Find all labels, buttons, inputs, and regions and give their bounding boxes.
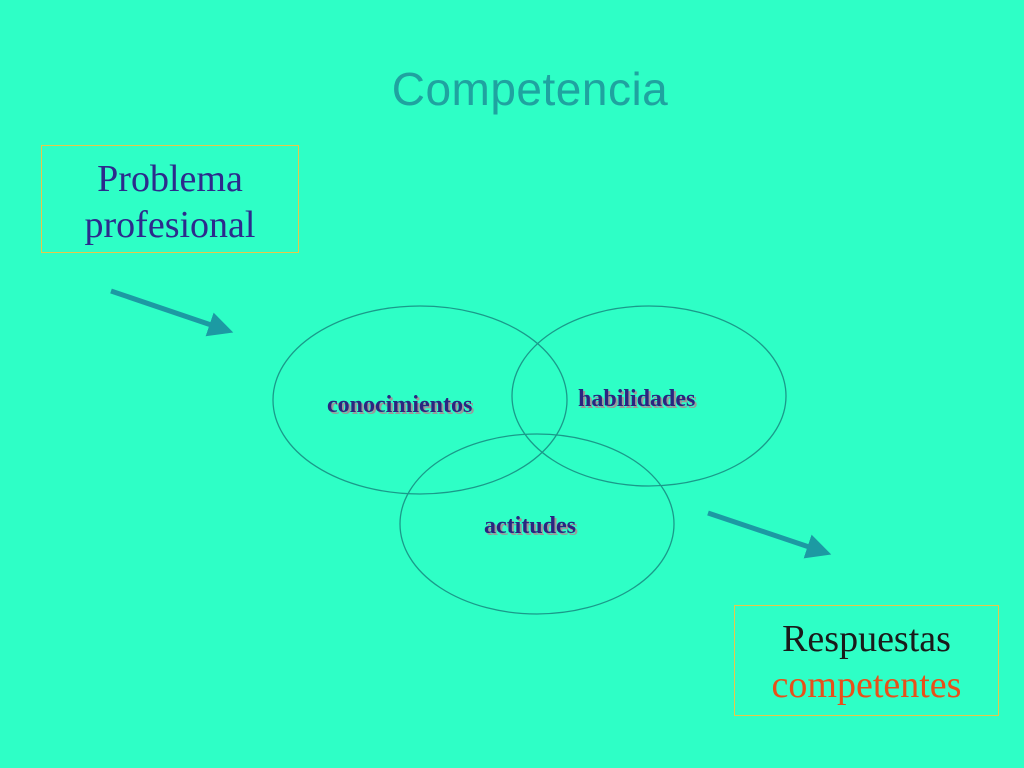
label-knowledge: conocimientos — [327, 392, 472, 418]
response-line1: Respuestas — [782, 618, 951, 660]
label-attitudes-shadow: actitudes — [486, 515, 578, 541]
problem-line1: Problema — [97, 158, 243, 200]
response-box: Respuestas competentes — [734, 605, 999, 716]
circle-skills — [511, 305, 787, 487]
problem-line2: profesional — [84, 204, 256, 246]
circle-attitudes — [399, 433, 675, 615]
circle-knowledge — [272, 305, 568, 495]
response-line2: competentes — [771, 664, 962, 706]
label-attitudes: actitudes — [484, 513, 576, 539]
arrow-in-icon — [110, 288, 234, 337]
problem-box: Problema profesional — [41, 145, 299, 253]
label-skills-shadow: habilidades — [580, 388, 697, 414]
slide-title: Competencia — [391, 63, 669, 115]
arrow-out-icon — [707, 510, 832, 559]
label-knowledge-shadow: conocimientos — [329, 394, 474, 420]
label-skills: habilidades — [578, 386, 695, 412]
